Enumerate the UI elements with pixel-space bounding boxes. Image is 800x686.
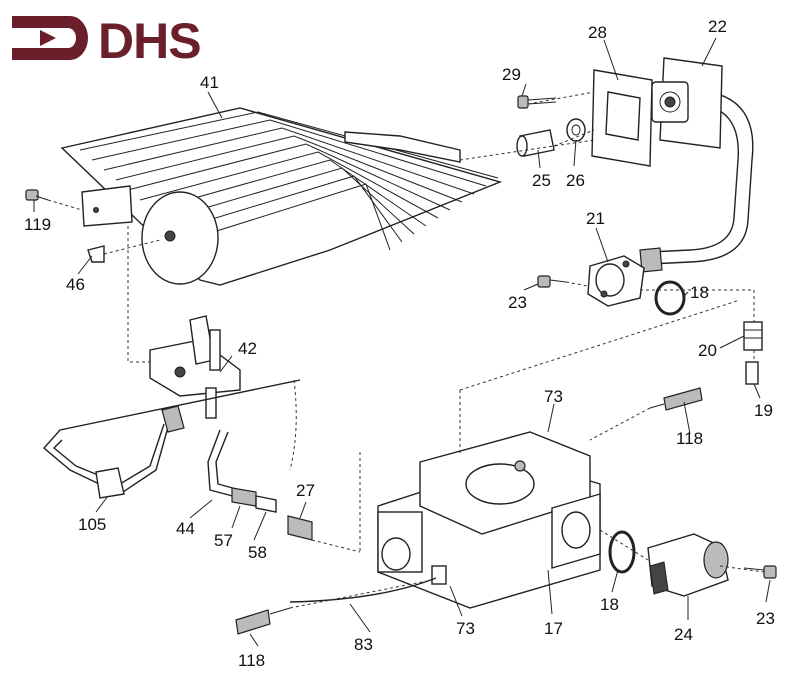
- screw-23a: [537, 275, 567, 288]
- clip-46: [87, 245, 105, 263]
- callout-22: 22: [708, 17, 727, 36]
- outlet-fitting-24: [647, 533, 729, 597]
- screw-29: [517, 95, 557, 109]
- screw-23b: [743, 565, 777, 579]
- gas-valve-73: [377, 431, 601, 609]
- callout-29: 29: [502, 65, 521, 84]
- callout-118-lower: 118: [238, 651, 265, 670]
- callout-58: 58: [248, 543, 267, 562]
- callout-105: 105: [78, 515, 106, 534]
- callout-17: 17: [544, 619, 563, 638]
- pilot-bracket-42: [149, 315, 241, 419]
- logo-text: DHS: [98, 13, 201, 69]
- o-ring-18b: [608, 530, 636, 574]
- gasket-28: [591, 69, 653, 167]
- callout-73-lower: 73: [456, 619, 475, 638]
- assembly-guide-lines: [47, 91, 765, 609]
- pilot-pipework: [43, 379, 313, 541]
- callout-27: 27: [296, 481, 315, 500]
- callout-44: 44: [176, 519, 195, 538]
- callout-21: 21: [586, 209, 605, 228]
- callout-119: 119: [24, 215, 51, 234]
- washer-26: [566, 118, 586, 142]
- callout-41: 41: [200, 73, 219, 92]
- nipple-25: [516, 129, 555, 157]
- leader-lines: [33, 37, 771, 647]
- screw-118b: [235, 607, 291, 635]
- logo-arrow-mark: [12, 16, 88, 60]
- gas-supply-pipe: [639, 57, 754, 273]
- burner-assembly: [60, 107, 503, 286]
- screw-118a: [649, 387, 703, 411]
- o-ring-18a: [654, 280, 686, 316]
- cable-83: [289, 577, 437, 603]
- burner-end-cap: [141, 191, 219, 285]
- callout-57: 57: [214, 531, 233, 550]
- callout-42: 42: [238, 339, 257, 358]
- screw-119: [25, 189, 49, 201]
- callout-labels: 41 28 22 29 25 26 119 46 21 23 18 20 19 …: [24, 17, 775, 670]
- callout-24: 24: [674, 625, 693, 644]
- callout-18-upper: 18: [690, 283, 709, 302]
- callout-28: 28: [588, 23, 607, 42]
- fitting-20: [743, 321, 763, 351]
- flange-21: [587, 255, 645, 307]
- callout-118-upper: 118: [676, 429, 703, 448]
- callout-23-upper: 23: [508, 293, 527, 312]
- callout-83: 83: [354, 635, 373, 654]
- callout-73-upper: 73: [544, 387, 563, 406]
- callout-25: 25: [532, 171, 551, 190]
- callout-18-lower: 18: [600, 595, 619, 614]
- callout-26: 26: [566, 171, 585, 190]
- callout-20: 20: [698, 341, 717, 360]
- logo-arrow-tip: [40, 30, 56, 46]
- callout-46: 46: [66, 275, 85, 294]
- callout-19: 19: [754, 401, 773, 420]
- callout-23-lower: 23: [756, 609, 775, 628]
- fitting-19: [745, 361, 759, 385]
- dhs-logo: DHS: [12, 13, 202, 69]
